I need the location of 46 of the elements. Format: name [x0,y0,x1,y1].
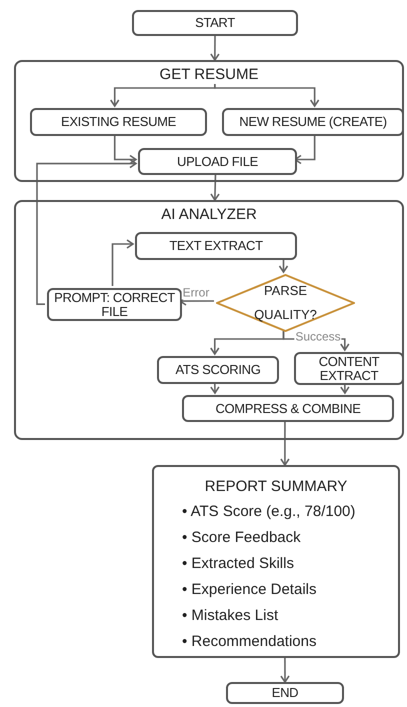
process-box [47,288,182,321]
group-container [14,60,404,182]
process-box [226,682,344,704]
group-title: GET RESUME [160,66,258,85]
list-item: • Extracted Skills [182,555,294,572]
box-text: START [195,16,235,30]
list-item: • Score Feedback [182,529,301,546]
process-box [222,108,404,136]
box-text: PROMPT: CORRECT FILE [53,290,176,318]
box-text: TEXT EXTRACT [169,239,263,253]
arrow [214,84,320,107]
arrow [110,84,216,107]
arrow [210,36,220,61]
process-box [157,356,279,384]
box-text: END [272,686,298,700]
report-box [152,465,400,658]
edge-label: Error [182,286,210,300]
edge-label: Success [294,330,342,344]
decision-text: PARSE QUALITY? [254,283,317,322]
box-text: COMPRESS & COMBINE [215,402,361,416]
process-box [294,352,404,385]
box-text: CONTENT EXTRACT [318,354,380,382]
list-item: • Recommendations [182,633,316,650]
group-container [14,200,404,440]
list-item: • Experience Details [182,581,316,598]
box-text: NEW RESUME (CREATE) [239,115,387,129]
report-title: REPORT SUMMARY [204,478,348,495]
process-box [30,108,207,136]
arrow [210,172,220,201]
process-box [132,10,298,36]
decision-diamond [216,274,355,332]
group-title: AI ANALYZER [161,206,257,225]
arrow [114,134,137,164]
arrow [278,258,288,273]
list-item: • ATS Score (e.g., 78/100) [182,503,356,520]
box-text: ATS SCORING [175,363,261,377]
list-item: • Mistakes List [182,607,278,624]
process-box [138,148,297,175]
arrow [280,658,290,683]
process-box [182,395,394,422]
arrow [280,420,290,466]
box-text: UPLOAD FILE [177,154,258,168]
box-text: EXISTING RESUME [60,115,176,129]
arrow [112,239,134,286]
arrow [36,158,137,305]
process-box [135,232,297,260]
